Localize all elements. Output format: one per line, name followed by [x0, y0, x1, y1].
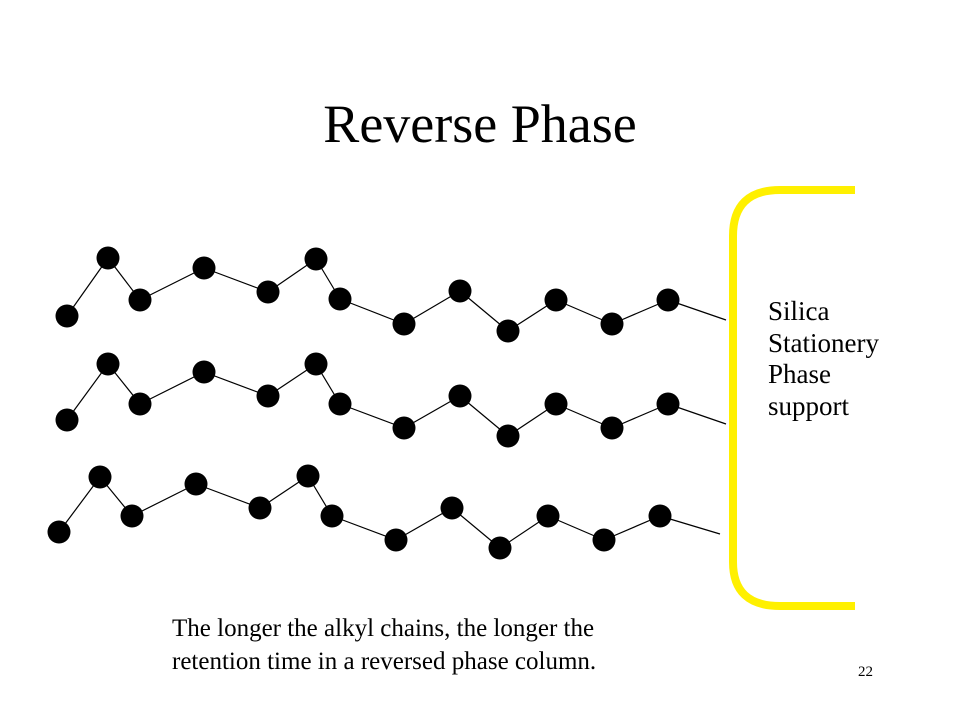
carbon-atom: [96, 246, 120, 270]
carbon-atom: [88, 465, 112, 489]
carbon-atom: [128, 392, 152, 416]
carbon-atom: [592, 528, 616, 552]
carbon-atom: [392, 312, 416, 336]
support-label-line: Silica: [768, 296, 830, 326]
alkyl-chain: [47, 464, 721, 560]
carbon-atom: [600, 416, 624, 440]
slide-title: Reverse Phase: [323, 94, 637, 154]
carbon-atom: [55, 408, 79, 432]
carbon-atom: [192, 256, 216, 280]
carbon-atom: [600, 312, 624, 336]
support-label: Silica Stationery Phase support: [768, 296, 879, 422]
carbon-atom: [440, 496, 464, 520]
carbon-atom: [496, 424, 520, 448]
carbon-atom: [536, 504, 560, 528]
carbon-atom: [304, 352, 328, 376]
chain-bond: [131, 483, 197, 517]
carbon-atom: [128, 288, 152, 312]
alkyl-chain: [55, 352, 727, 448]
carbon-atom: [448, 279, 472, 303]
carbon-atom: [248, 496, 272, 520]
carbon-atom: [304, 247, 328, 271]
carbon-atom: [648, 504, 672, 528]
carbon-atom: [96, 352, 120, 376]
carbon-atom: [544, 288, 568, 312]
support-label-line: Stationery: [768, 327, 879, 358]
chain-bond: [139, 267, 205, 301]
carbon-atom: [496, 319, 520, 343]
carbon-atom: [448, 384, 472, 408]
carbon-atom: [47, 520, 71, 544]
carbon-atom: [656, 288, 680, 312]
support-label-line: Phase: [768, 359, 831, 389]
chain-bond: [139, 371, 205, 405]
carbon-atom: [192, 360, 216, 384]
carbon-atom: [55, 304, 79, 328]
alkyl-chain: [55, 246, 727, 343]
caption-line: retention time in a reversed phase colum…: [172, 648, 597, 675]
carbon-atom: [392, 416, 416, 440]
slide-number: 22: [858, 664, 873, 680]
carbon-atom: [120, 504, 144, 528]
carbon-atom: [488, 536, 512, 560]
chain-bond: [66, 257, 109, 317]
carbon-atom: [656, 392, 680, 416]
support-label-line: support: [768, 390, 849, 421]
caption-line: The longer the alkyl chains, the longer …: [172, 615, 595, 642]
caption: The longer the alkyl chains, the longer …: [172, 612, 596, 678]
carbon-atom: [256, 280, 280, 304]
carbon-atom: [256, 384, 280, 408]
silica-support-bracket: [729, 186, 855, 610]
carbon-atom: [320, 504, 344, 528]
alkyl-chains: [47, 246, 727, 560]
chain-bond: [66, 363, 109, 421]
carbon-atom: [184, 472, 208, 496]
carbon-atom: [544, 392, 568, 416]
carbon-atom: [384, 528, 408, 552]
carbon-atom: [328, 287, 352, 311]
carbon-atom: [328, 392, 352, 416]
carbon-atom: [296, 464, 320, 488]
